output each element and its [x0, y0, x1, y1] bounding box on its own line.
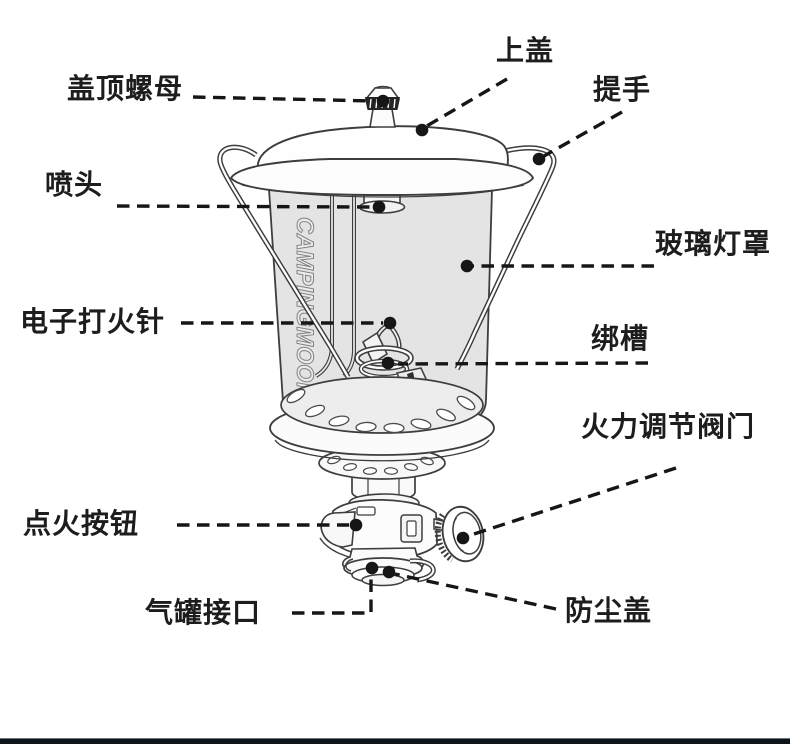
bottom-edge-bar	[0, 738, 790, 744]
brand-text: CAMPINGMOON	[291, 217, 318, 400]
leader-cap-top-nut	[192, 95, 375, 103]
label-gas-can-port: 气罐接口	[145, 597, 262, 628]
anchor-glass-globe	[460, 259, 474, 273]
anchor-gas-can-port	[365, 561, 379, 575]
perforated-dome-drawing	[280, 376, 484, 434]
anchor-flame-valve	[456, 531, 470, 545]
anchor-igniter-needle	[383, 316, 397, 330]
label-nozzle: 喷头	[45, 169, 104, 200]
leader-nozzle	[116, 204, 373, 209]
leader-strap-slot	[397, 361, 649, 366]
leader-flame-valve	[467, 466, 677, 538]
label-cap-top-nut: 盖顶螺母	[67, 73, 184, 104]
canister-port-drawing	[341, 547, 436, 587]
anchor-dust-cap	[382, 565, 396, 579]
ignition-button-drawing	[320, 511, 356, 548]
anchor-cap-top-nut	[376, 94, 390, 108]
leader-lines	[116, 77, 677, 615]
anchor-strap-slot	[381, 356, 395, 370]
top-cover-drawing	[229, 125, 535, 198]
anchor-carry-handle	[532, 152, 546, 166]
label-glass-globe: 玻璃灯罩	[655, 228, 772, 259]
anchor-top-cover	[415, 123, 429, 137]
carry-handle-drawing	[217, 144, 557, 379]
anchor-dots	[349, 94, 546, 579]
label-flame-valve: 火力调节阀门	[581, 411, 756, 442]
label-top-cover: 上盖	[496, 35, 555, 66]
label-dust-cap: 防尘盖	[565, 595, 653, 626]
anchor-nozzle	[372, 200, 386, 214]
leader-dust-cap	[394, 572, 557, 611]
leader-carry-handle	[543, 110, 623, 158]
label-igniter-needle: 电子打火针	[20, 306, 166, 337]
anchor-ignition-button	[349, 518, 363, 532]
label-carry-handle: 提手	[593, 74, 652, 105]
label-ignition-button: 点火按钮	[23, 508, 140, 539]
leader-top-cover	[424, 77, 508, 129]
leader-gas-can-port	[292, 573, 373, 615]
label-strap-slot: 绑槽	[591, 323, 650, 354]
